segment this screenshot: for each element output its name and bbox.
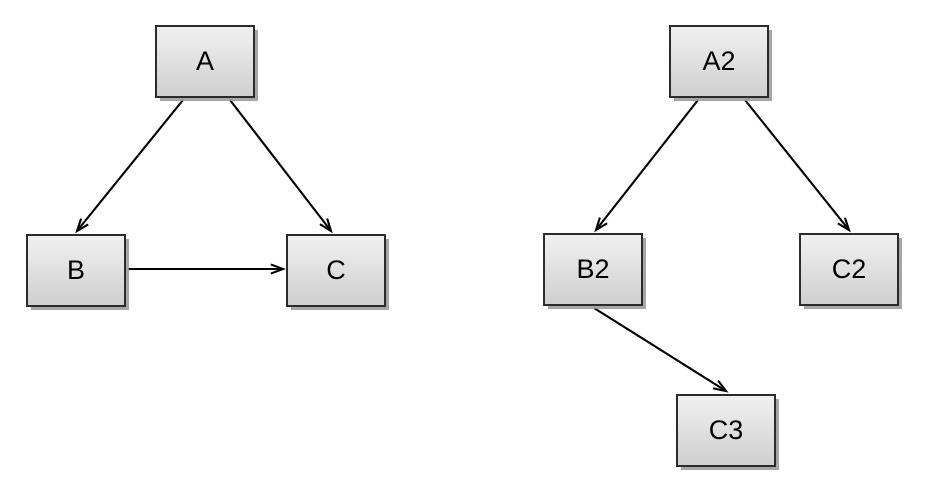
edge-a2-c2-line: [744, 99, 850, 231]
node-a2-label: A2: [702, 46, 736, 76]
node-c2-label: C2: [831, 254, 867, 284]
edge-b2-c3-line: [593, 307, 727, 392]
edge-a-c-arrowhead-icon: [319, 218, 333, 234]
node-b2[interactable]: B2: [543, 233, 643, 306]
edge-a2-b2: [594, 99, 699, 233]
edge-a-b-line: [76, 99, 184, 232]
edge-a-b-arrowhead-icon: [75, 218, 89, 234]
node-c[interactable]: C: [286, 234, 386, 307]
node-c3-label: C3: [708, 415, 744, 445]
node-c3[interactable]: C3: [676, 394, 776, 467]
node-a-label: A: [195, 46, 214, 76]
node-b-label: B: [66, 255, 85, 285]
edge-a2-b2-line: [595, 99, 699, 231]
node-a[interactable]: A: [155, 25, 255, 98]
edge-b2-c3: [593, 307, 729, 393]
edge-a2-c2-arrowhead-icon: [837, 217, 851, 233]
edge-a-b: [75, 99, 184, 234]
edge-a2-c2: [744, 99, 851, 233]
edge-b2-c3-arrowhead-icon: [713, 380, 729, 393]
node-b2-label: B2: [576, 254, 610, 284]
node-c2[interactable]: C2: [799, 233, 899, 306]
edge-a-c: [229, 99, 333, 234]
edge-a2-b2-arrowhead-icon: [594, 217, 608, 233]
edge-a-c-line: [229, 99, 332, 232]
node-c-label: C: [326, 255, 346, 285]
edge-b-c-arrowhead-icon: [270, 263, 286, 275]
edge-b-c: [128, 263, 286, 275]
node-b[interactable]: B: [26, 234, 126, 307]
node-a2[interactable]: A2: [669, 25, 769, 98]
